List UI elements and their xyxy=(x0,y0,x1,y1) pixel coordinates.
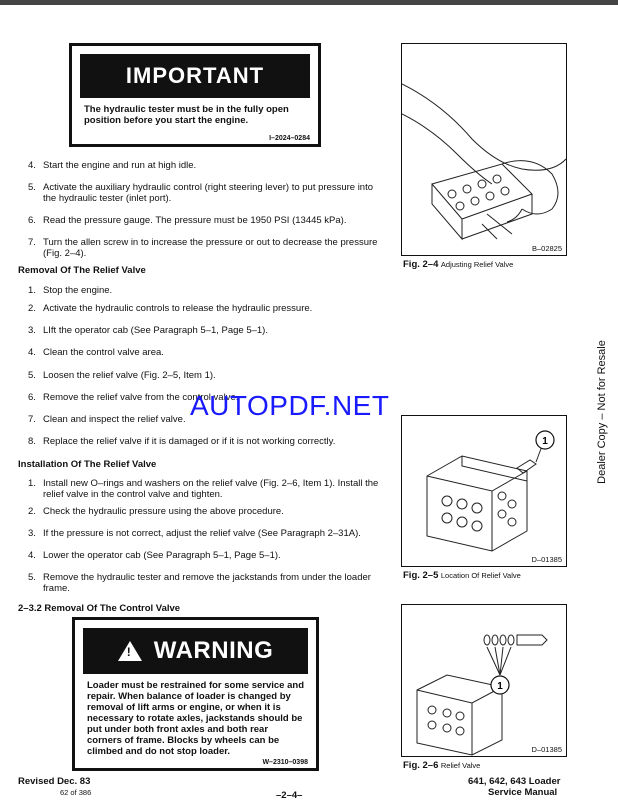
warning-title: WARNING xyxy=(153,637,274,664)
callout-number: 1 xyxy=(497,681,503,692)
warning-header: ! WARNING xyxy=(83,628,308,674)
figure-code: D–01385 xyxy=(531,745,562,754)
important-title: IMPORTANT xyxy=(80,54,310,98)
footer-revised: Revised Dec. 83 xyxy=(18,776,91,787)
footer-page-number: –2–4– xyxy=(276,790,303,801)
top-bar xyxy=(0,0,618,5)
footer-page-count: 62 of 386 xyxy=(60,788,92,797)
important-text: The hydraulic tester must be in the full… xyxy=(84,104,289,126)
warning-text: Loader must be restrained for some servi… xyxy=(87,680,304,757)
footer-manual: Service Manual xyxy=(488,787,558,798)
control-valve-illustration: 1 xyxy=(426,430,555,552)
installation-heading: Installation Of The Relief Valve xyxy=(18,459,157,470)
important-notice: IMPORTANT The hydraulic tester must be i… xyxy=(69,43,321,147)
callout-number: 1 xyxy=(542,436,548,447)
important-code: I–2024–0284 xyxy=(269,135,310,142)
figure-caption: Fig. 2–5 Location Of Relief Valve xyxy=(403,570,521,581)
figure-code: D–01385 xyxy=(531,555,562,564)
removal-heading: Removal Of The Relief Valve xyxy=(18,265,146,276)
figure-2-4: B–02825 xyxy=(401,43,567,256)
warning-notice: ! WARNING Loader must be restrained for … xyxy=(72,617,319,771)
figure-code: B–02825 xyxy=(531,244,562,253)
footer-model: 641, 642, 643 Loader xyxy=(468,776,561,787)
warning-triangle-icon: ! xyxy=(117,641,142,661)
figure-2-6: 1 D–01385 xyxy=(401,604,567,757)
warning-code: W–2310–0398 xyxy=(262,759,308,766)
hand-adjusting-valve-illustration xyxy=(401,83,567,241)
relief-valve-illustration: 1 xyxy=(416,634,548,756)
figure-caption: Fig. 2–4 Adjusting Relief Valve xyxy=(403,259,514,270)
side-notice: Dealer Copy – Not for Resale xyxy=(596,340,608,484)
figure-caption: Fig. 2–6 Relief Valve xyxy=(403,760,481,771)
watermark-text: AUTOPDF.NET xyxy=(190,390,390,421)
figure-2-5: 1 D–01385 xyxy=(401,415,567,567)
section-heading: 2–3.2 Removal Of The Control Valve xyxy=(18,603,181,614)
